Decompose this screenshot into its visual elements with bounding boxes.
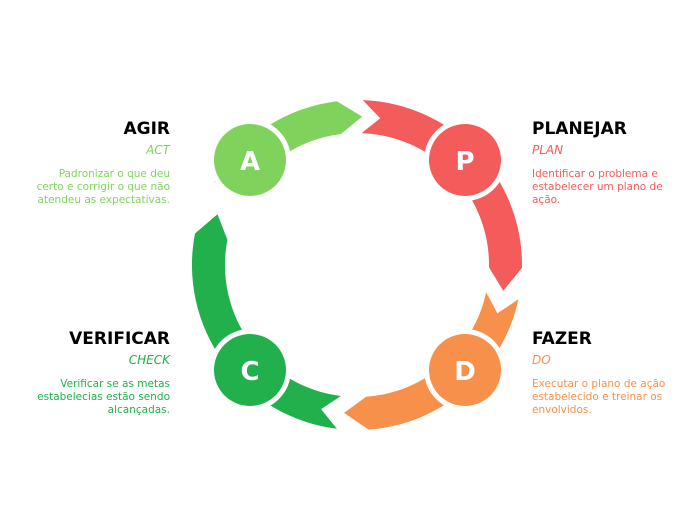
- label-plan: PLANEJAR PLAN Identificar o problema e e…: [532, 119, 663, 206]
- subtitle-act: ACT: [145, 143, 172, 157]
- subtitle-do: DO: [532, 353, 551, 367]
- label-check: VERIFICAR CHECK Verificar se as metas es…: [37, 329, 171, 416]
- title-act: AGIR: [123, 119, 170, 139]
- circle-act: A: [209, 119, 291, 201]
- desc-act-line-2: certo e corrigir o que não: [37, 181, 170, 193]
- subtitle-check: CHECK: [129, 353, 171, 367]
- subtitle-plan: PLAN: [532, 143, 563, 157]
- circle-check-fill: [214, 334, 286, 406]
- desc-plan-line-3: ação.: [532, 194, 560, 206]
- letter-check: C: [240, 357, 259, 387]
- desc-check-line-2: estabelecias estão sendo: [37, 391, 170, 403]
- circle-plan-fill: [429, 124, 501, 196]
- desc-do-line-3: envolvidos.: [532, 404, 592, 416]
- label-do: FAZER DO Executar o plano de ação estabe…: [532, 329, 665, 416]
- title-plan: PLANEJAR: [532, 119, 627, 139]
- desc-act-line-3: atendeu as expectativas.: [38, 194, 170, 206]
- title-check: VERIFICAR: [69, 329, 170, 349]
- letter-act: A: [240, 147, 260, 177]
- arrow-do-to-check: [344, 292, 519, 430]
- desc-check-line-1: Verificar se as metas: [60, 378, 170, 390]
- letter-do: D: [454, 357, 476, 387]
- circle-do-fill: [429, 334, 501, 406]
- title-do: FAZER: [532, 329, 592, 349]
- circle-act-fill: [214, 124, 286, 196]
- letter-plan: P: [455, 147, 474, 177]
- label-act: AGIR ACT Padronizar o que deu certo e co…: [37, 119, 172, 206]
- desc-plan-line-1: Identificar o problema e: [532, 168, 658, 180]
- desc-act-line-1: Padronizar o que deu: [59, 168, 170, 180]
- desc-plan-line-2: estabelecer um plano de: [532, 181, 663, 193]
- circle-do: D: [424, 329, 506, 411]
- desc-do-line-1: Executar o plano de ação: [532, 378, 665, 390]
- circle-check: C: [209, 329, 291, 411]
- desc-check-line-3: alcançadas.: [108, 404, 170, 416]
- circle-plan: P: [424, 119, 506, 201]
- desc-do-line-2: estabelecido e treinar os: [532, 391, 662, 403]
